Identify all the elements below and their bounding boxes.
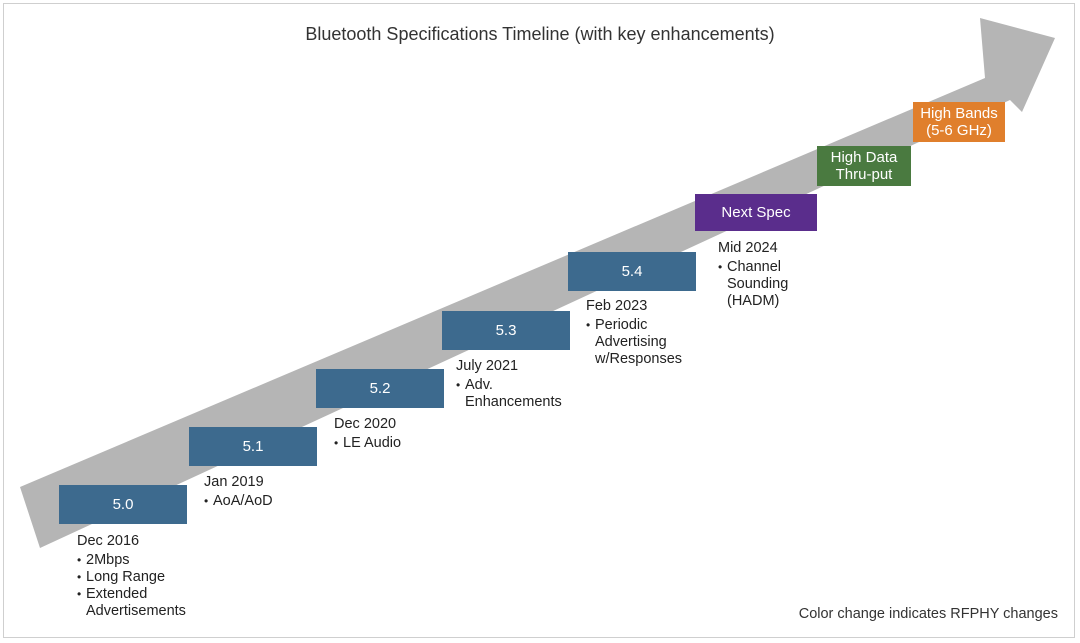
spec-info-5-1: Jan 2019 AoA/AoD xyxy=(204,474,324,510)
diagram-title: Bluetooth Specifications Timeline (with … xyxy=(305,24,775,44)
high-bands-line1: High Bands xyxy=(920,105,998,122)
next-spec-box: Next Spec xyxy=(695,194,817,231)
high-bands-box: High Bands (5-6 GHz) xyxy=(913,102,1005,142)
spec-date: Jan 2019 xyxy=(204,474,264,490)
timeline-arrow-shape xyxy=(20,18,1055,548)
feature-item: LE Audio xyxy=(334,435,454,452)
feature-item: Channel Sounding (HADM) xyxy=(718,259,802,310)
diagram-frame xyxy=(3,3,1075,638)
spec-date: Dec 2020 xyxy=(334,416,397,432)
spec-box-5-2: 5.2 xyxy=(316,369,444,408)
spec-box-5-4: 5.4 xyxy=(568,252,696,291)
footnote: Color change indicates RFPHY changes xyxy=(798,606,1058,622)
high-bands-line2: (5-6 GHz) xyxy=(926,122,992,139)
spec-date: Mid 2024 xyxy=(718,240,778,256)
feature-item: Periodic Advertising w/Responses xyxy=(586,317,695,368)
feature-item: Long Range xyxy=(77,569,217,586)
spec-info-5-4: Feb 2023 Periodic Advertising w/Response… xyxy=(586,298,706,368)
high-data-line2: Thru-put xyxy=(835,166,893,183)
spec-date: Dec 2016 xyxy=(77,533,140,549)
feature-item: 2Mbps xyxy=(77,552,217,569)
spec-info-5-2: Dec 2020 LE Audio xyxy=(334,416,454,452)
spec-box-5-1: 5.1 xyxy=(189,427,317,466)
spec-date: Feb 2023 xyxy=(586,298,648,314)
spec-date: July 2021 xyxy=(456,358,519,374)
feature-item: Extended Advertisements xyxy=(77,586,191,620)
spec-info-5-0: Dec 2016 2Mbps Long Range Extended Adver… xyxy=(77,533,217,620)
feature-item: Adv. Enhancements xyxy=(456,377,565,411)
high-data-line1: High Data xyxy=(830,149,898,166)
spec-box-5-3: 5.3 xyxy=(442,311,570,350)
high-data-box: High Data Thru-put xyxy=(817,146,911,186)
next-spec-info: Mid 2024 Channel Sounding (HADM) xyxy=(718,240,818,310)
spec-box-5-0: 5.0 xyxy=(59,485,187,524)
spec-info-5-3: July 2021 Adv. Enhancements xyxy=(456,358,576,411)
feature-item: AoA/AoD xyxy=(204,493,324,510)
